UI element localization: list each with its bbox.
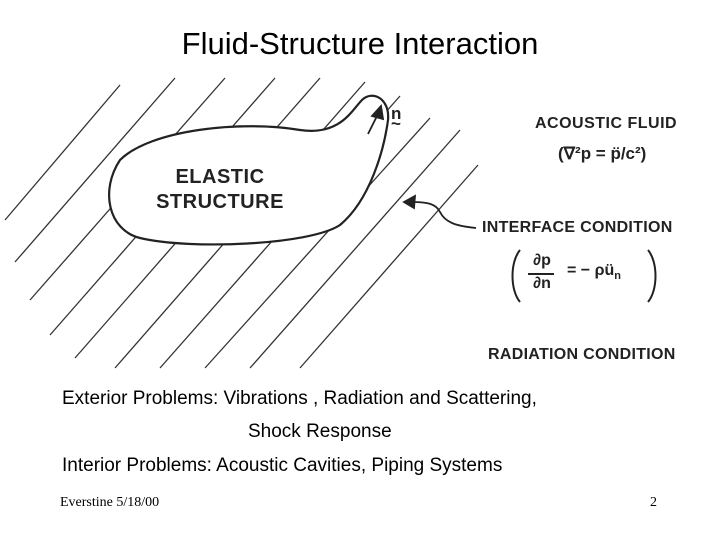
fraction-bar [528, 273, 554, 275]
normal-label: n [391, 104, 402, 123]
normal-tilde: ~ [391, 114, 401, 133]
interface-rhs: = − ρün [567, 262, 621, 282]
elastic-structure-label: ELASTIC STRUCTURE [140, 165, 300, 215]
fluid-structure-diagram [4, 77, 657, 369]
interface-pointer-arrow [402, 194, 477, 229]
normal-vector-arrow [367, 103, 385, 135]
interface-denominator: ∂n [533, 275, 551, 292]
wave-equation: (∇²p = p̈/c²) [558, 144, 647, 163]
exterior-problems-line: Exterior Problems: Vibrations , Radiatio… [62, 388, 537, 409]
elastic-line-2: STRUCTURE [156, 191, 284, 213]
interface-rhs-subscript: n [614, 270, 621, 282]
interface-rhs-text: = − ρü [567, 262, 615, 279]
interface-condition-label: INTERFACE CONDITION [482, 219, 673, 236]
elastic-line-1: ELASTIC [175, 166, 265, 188]
page-number: 2 [650, 495, 657, 510]
exterior-problems-continued: Shock Response [248, 421, 392, 442]
elastic-structure-outline [107, 94, 390, 246]
radiation-condition-label: RADIATION CONDITION [488, 346, 676, 363]
acoustic-fluid-label: ACOUSTIC FLUID [535, 115, 678, 132]
interface-numerator: ∂p [533, 252, 551, 269]
interior-problems-line: Interior Problems: Acoustic Cavities, Pi… [62, 455, 503, 476]
footer-author-date: Everstine 5/18/00 [60, 495, 160, 510]
left-bracket [511, 249, 521, 303]
right-bracket [647, 249, 657, 303]
slide-title: Fluid-Structure Interaction [181, 26, 539, 61]
